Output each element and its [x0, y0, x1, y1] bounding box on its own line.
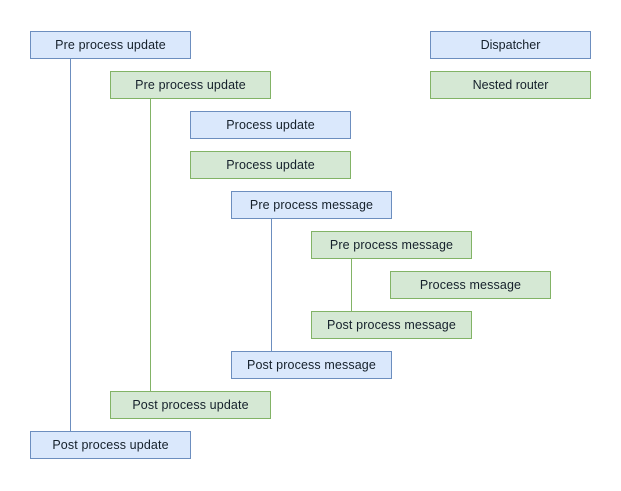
node-n5[interactable]: Pre process message	[231, 191, 392, 219]
node-n10[interactable]: Post process update	[110, 391, 271, 419]
node-label: Process message	[419, 277, 522, 292]
legend-item-label: Nested router	[472, 77, 549, 92]
node-label: Pre process message	[249, 197, 374, 212]
node-label: Pre process message	[329, 237, 454, 252]
connector-line	[150, 99, 151, 391]
legend-item-nested[interactable]: Nested router	[430, 71, 591, 99]
legend-item-label: Dispatcher	[480, 37, 541, 52]
node-n3[interactable]: Process update	[190, 111, 351, 139]
node-label: Process update	[226, 117, 315, 132]
node-n8[interactable]: Post process message	[311, 311, 472, 339]
node-n7[interactable]: Process message	[390, 271, 551, 299]
connector-line	[70, 59, 71, 431]
node-label: Post process message	[247, 357, 376, 372]
node-n4[interactable]: Process update	[190, 151, 351, 179]
node-label: Pre process update	[135, 77, 246, 92]
node-n1[interactable]: Pre process update	[30, 31, 191, 59]
node-n11[interactable]: Post process update	[30, 431, 191, 459]
node-n6[interactable]: Pre process message	[311, 231, 472, 259]
connector-line	[271, 219, 272, 351]
node-n2[interactable]: Pre process update	[110, 71, 271, 99]
node-label: Post process update	[132, 397, 249, 412]
node-label: Post process update	[52, 437, 169, 452]
connector-line	[351, 259, 352, 311]
node-label: Process update	[226, 157, 315, 172]
node-n9[interactable]: Post process message	[231, 351, 392, 379]
legend-item-dispatcher[interactable]: Dispatcher	[430, 31, 591, 59]
node-label: Pre process update	[55, 37, 166, 52]
node-label: Post process message	[327, 317, 456, 332]
